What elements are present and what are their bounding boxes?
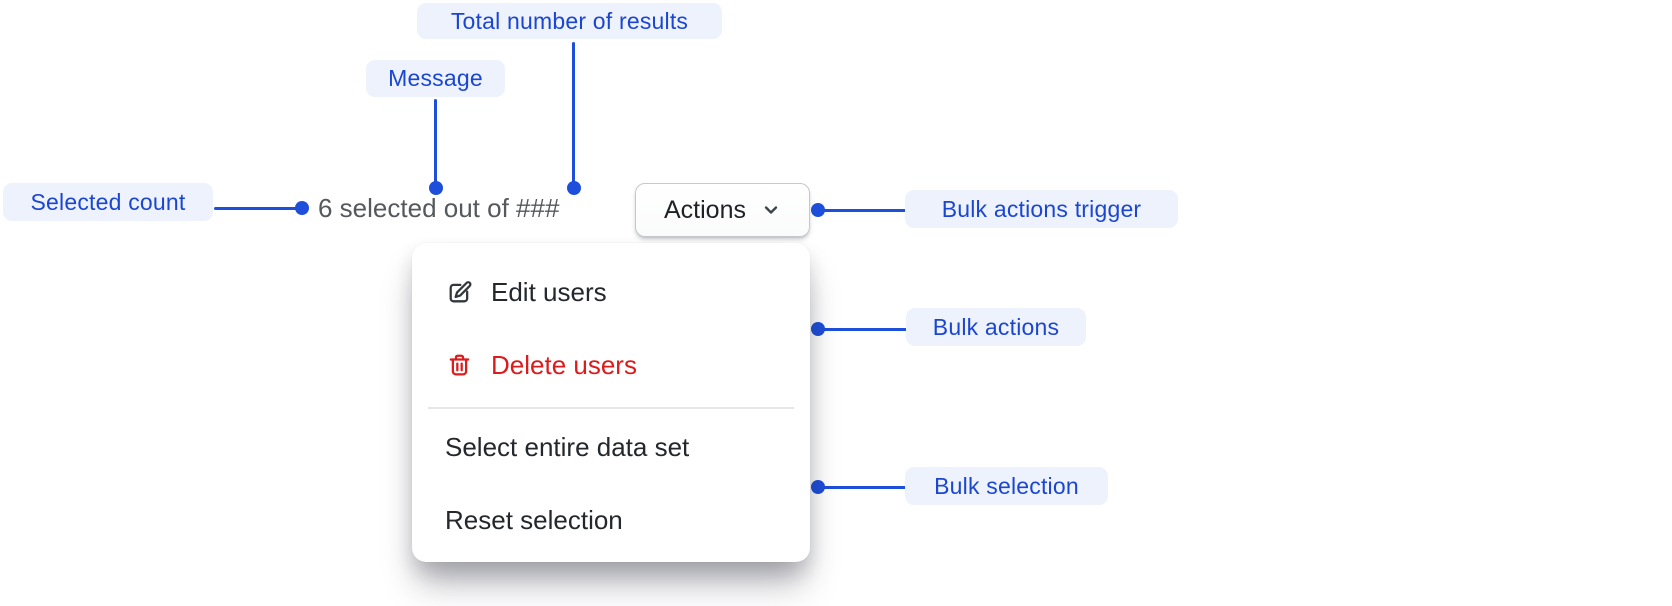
menu-item-select-entire-data-set[interactable]: Select entire data set (445, 425, 689, 469)
annotation-label-bulk-actions: Bulk actions (906, 308, 1086, 346)
annotation-label-bulk-actions-trigger: Bulk actions trigger (905, 190, 1178, 228)
menu-item-label: Delete users (491, 349, 637, 380)
selection-count-message: 6 selected out of ### (318, 193, 560, 223)
connector-line-selected-count (214, 207, 304, 210)
menu-divider (428, 407, 794, 409)
connector-line-message (434, 99, 437, 183)
menu-item-edit-users[interactable]: Edit users (445, 270, 607, 314)
connector-dot-selected-count (295, 201, 309, 215)
bulk-actions-menu-panel: Edit users Delete users Select entire da… (412, 243, 810, 562)
menu-item-label: Edit users (491, 276, 607, 307)
connector-dot-message (429, 181, 443, 195)
menu-item-label: Reset selection (445, 504, 623, 535)
connector-dot-bulk-actions-trigger (811, 203, 825, 217)
connector-dot-bulk-selection (811, 480, 825, 494)
menu-item-label: Select entire data set (445, 431, 690, 462)
menu-item-delete-users[interactable]: Delete users (445, 343, 637, 387)
bulk-actions-trigger-button[interactable]: Actions (635, 183, 810, 237)
connector-dot-bulk-actions (811, 322, 825, 336)
connector-line-bulk-actions (818, 328, 907, 331)
connector-line-bulk-selection (818, 486, 906, 489)
connector-line-total-results (572, 42, 575, 183)
trash-icon (445, 351, 474, 380)
chevron-down-icon (761, 200, 781, 220)
annotation-label-selected-count: Selected count (3, 183, 213, 221)
annotation-label-message: Message (366, 60, 505, 97)
edit-pencil-icon (445, 278, 474, 307)
connector-line-bulk-actions-trigger (818, 209, 906, 212)
annotation-label-total-results: Total number of results (417, 3, 722, 39)
annotation-label-bulk-selection: Bulk selection (905, 467, 1108, 505)
menu-item-reset-selection[interactable]: Reset selection (445, 498, 623, 542)
connector-dot-total-results (567, 181, 581, 195)
actions-button-label: Actions (664, 195, 746, 224)
